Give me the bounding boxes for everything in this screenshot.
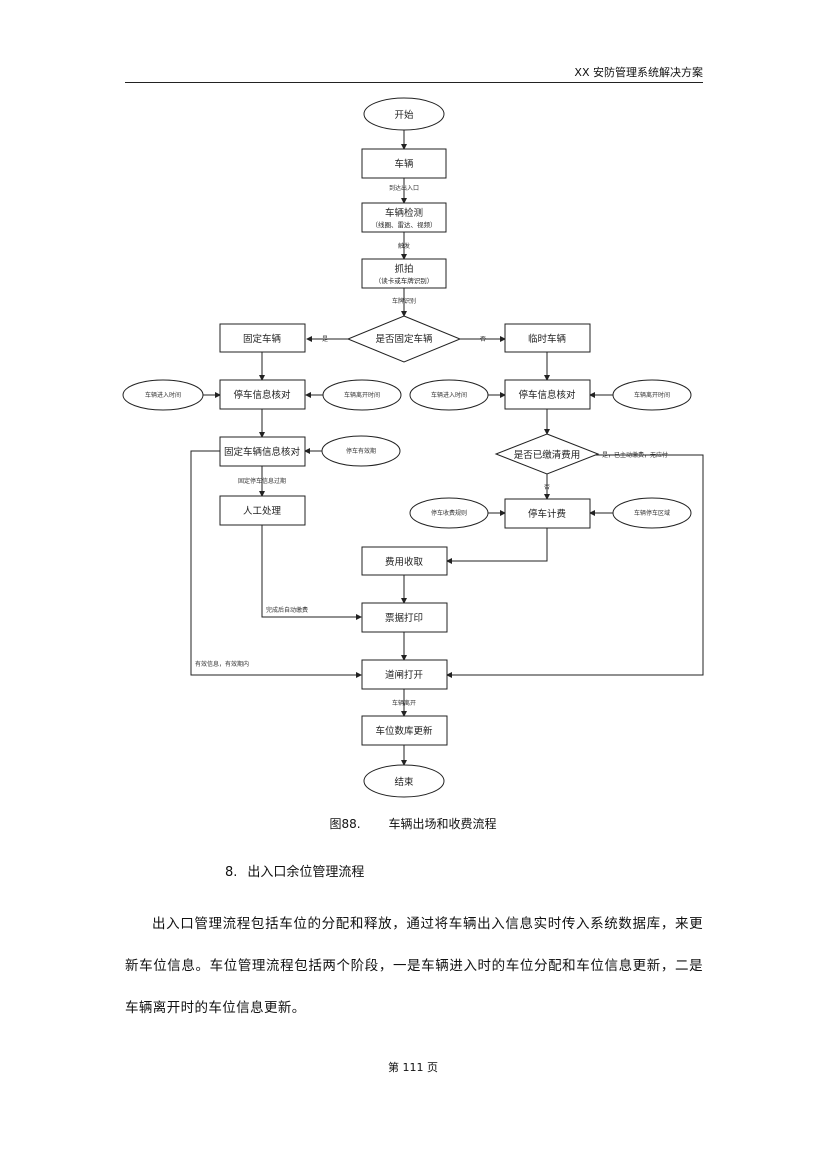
- end-label: 结束: [394, 776, 414, 788]
- entry-time-right-ellipse: [409, 379, 489, 411]
- caption-number: 图88.: [329, 817, 361, 831]
- print-box: [361, 602, 448, 633]
- exit-time-left-label: 车辆离开时间: [344, 391, 380, 399]
- figure-caption: 图88. 车辆出场和收费流程: [0, 815, 826, 832]
- header-title: XX 安防管理系统解决方案: [574, 66, 703, 79]
- fixed-vehicle-box: [219, 323, 306, 353]
- edge-no2-label: 否: [544, 484, 550, 491]
- start-node: [363, 97, 445, 131]
- decision-fixed-diamond: [346, 315, 462, 363]
- edge-leave-label: 车辆离开: [392, 699, 416, 707]
- collect-label: 费用收取: [385, 556, 424, 568]
- gate-label: 道闸打开: [385, 669, 424, 681]
- entry-time-left-ellipse: [122, 379, 204, 411]
- decision-paid-label: 是否已缴清费用: [514, 449, 581, 461]
- collect-box: [361, 546, 448, 576]
- print-label: 票据打印: [385, 612, 423, 624]
- gate-box: [361, 659, 448, 690]
- entry-time-right-label: 车辆进入时间: [431, 391, 467, 399]
- verify-left-box: [219, 379, 306, 410]
- page-number: 第 111 页: [388, 1061, 438, 1074]
- edge-paid-label: 是，已主动缴费，无应付: [602, 451, 668, 459]
- rules-ellipse: [409, 497, 489, 529]
- capture-sub-label: （读卡或车牌识别）: [375, 276, 434, 285]
- valid-period-ellipse: [321, 435, 401, 467]
- manual-box: [219, 495, 306, 526]
- update-label: 车位数库更新: [375, 725, 433, 737]
- vehicle-label: 车辆: [394, 158, 414, 170]
- start-label: 开始: [394, 109, 414, 121]
- exit-time-left-ellipse: [322, 379, 402, 411]
- decision-paid-diamond: [494, 433, 600, 475]
- fixed-verify-label: 固定车辆信息核对: [224, 446, 301, 458]
- edge-trigger-label: 触发: [398, 242, 410, 250]
- detect-sub-label: （线圈、雷达、视频）: [372, 220, 437, 229]
- manual-label: 人工处理: [243, 505, 282, 517]
- fixed-vehicle-label: 固定车辆: [243, 333, 282, 345]
- section-number: 8.: [225, 865, 238, 880]
- edge-recognize-label: 车牌识别: [392, 297, 416, 305]
- exit-time-right-label: 车辆离开时间: [634, 391, 670, 399]
- fixed-verify-box: [219, 436, 306, 467]
- decision-fixed-label: 是否固定车辆: [375, 333, 433, 345]
- edge-done-label: 完成后自动缴费: [266, 606, 308, 614]
- rules-label: 停车收费规则: [431, 509, 467, 517]
- exit-time-right-ellipse: [612, 379, 692, 411]
- section-title: 出入口余位管理流程: [247, 865, 365, 880]
- area-label: 车辆停车区域: [634, 509, 670, 517]
- calc-box: [504, 498, 591, 529]
- flowchart: 开始 结束 车辆 车辆检测 （线圈、雷达、视频） 抓拍 （读卡或车牌识别） 是否…: [122, 97, 704, 798]
- area-ellipse: [612, 497, 692, 529]
- temp-vehicle-label: 临时车辆: [528, 333, 567, 345]
- edge-invalid-label: 固定停车信息过期: [238, 477, 286, 485]
- valid-period-label: 停车有效期: [346, 447, 376, 455]
- vehicle-box: [361, 148, 447, 179]
- calc-label: 停车计费: [528, 508, 566, 520]
- section-heading: 8. 出入口余位管理流程: [225, 861, 374, 880]
- capture-box: [361, 258, 447, 289]
- body-paragraph: 出入口管理流程包括车位的分配和释放，通过将车辆出入信息实时传入系统数据库，来更新…: [125, 916, 703, 1016]
- verify-right-box: [504, 379, 591, 410]
- capture-label: 抓拍: [394, 263, 413, 275]
- edge-yes-label: 是: [322, 336, 328, 343]
- detect-box: [361, 202, 447, 233]
- temp-vehicle-box: [504, 323, 591, 353]
- verify-right-label: 停车信息核对: [518, 389, 576, 401]
- update-box: [361, 715, 448, 746]
- entry-time-left-label: 车辆进入时间: [145, 391, 181, 399]
- edge-valid-label: 有效信息，有效期内: [195, 660, 249, 668]
- detect-label: 车辆检测: [385, 207, 423, 219]
- end-node: [363, 764, 445, 798]
- edge-arrive-label: 到达出入口: [389, 184, 419, 192]
- verify-left-label: 停车信息核对: [233, 389, 291, 401]
- caption-title: 车辆出场和收费流程: [388, 817, 497, 831]
- edge-no-label: 否: [480, 336, 486, 343]
- page-header: XX 安防管理系统解决方案: [125, 66, 703, 83]
